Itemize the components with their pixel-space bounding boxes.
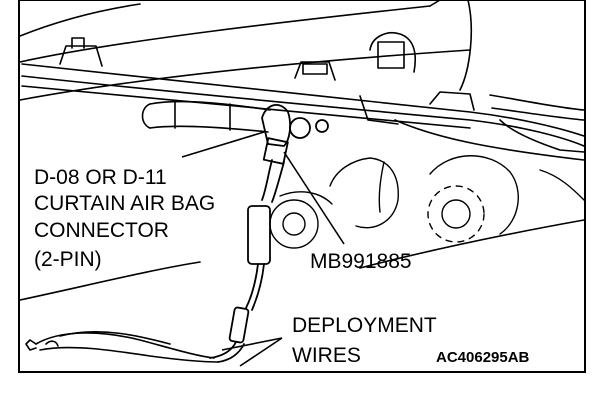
wires-label-line-1: DEPLOYMENT bbox=[292, 314, 437, 337]
body-structure-background bbox=[269, 155, 585, 249]
figure-frame bbox=[18, 0, 586, 373]
curtain-air-bag-inflator bbox=[141, 100, 271, 133]
tool-leader bbox=[283, 151, 345, 245]
connector-leader bbox=[181, 131, 265, 158]
wires-label-line-2: WIRES bbox=[292, 344, 361, 367]
leader-lines bbox=[181, 131, 345, 367]
tool-label: MB991885 bbox=[310, 250, 412, 273]
connector-label-line-2: CURTAIN AIR BAG bbox=[34, 192, 215, 215]
wires-leader-lower bbox=[239, 337, 283, 367]
roof-rail-harness bbox=[21, 63, 585, 153]
vehicle-body-panel bbox=[19, 0, 585, 301]
connector-label-line-1: D-08 OR D-11 bbox=[34, 166, 167, 189]
deployment-wires bbox=[25, 331, 219, 363]
wires-leader-upper bbox=[221, 337, 283, 351]
connector-label-line-4: (2-PIN) bbox=[34, 248, 102, 271]
connector-label-line-3: CONNECTOR bbox=[34, 219, 169, 242]
wires-label: DEPLOYMENT WIRES bbox=[292, 314, 437, 367]
connector-label: D-08 OR D-11 CURTAIN AIR BAG CONNECTOR (… bbox=[34, 166, 215, 271]
rail-clips bbox=[59, 32, 475, 125]
mb991885-harness bbox=[209, 159, 285, 363]
figure-code: AC406295AB bbox=[436, 349, 530, 366]
